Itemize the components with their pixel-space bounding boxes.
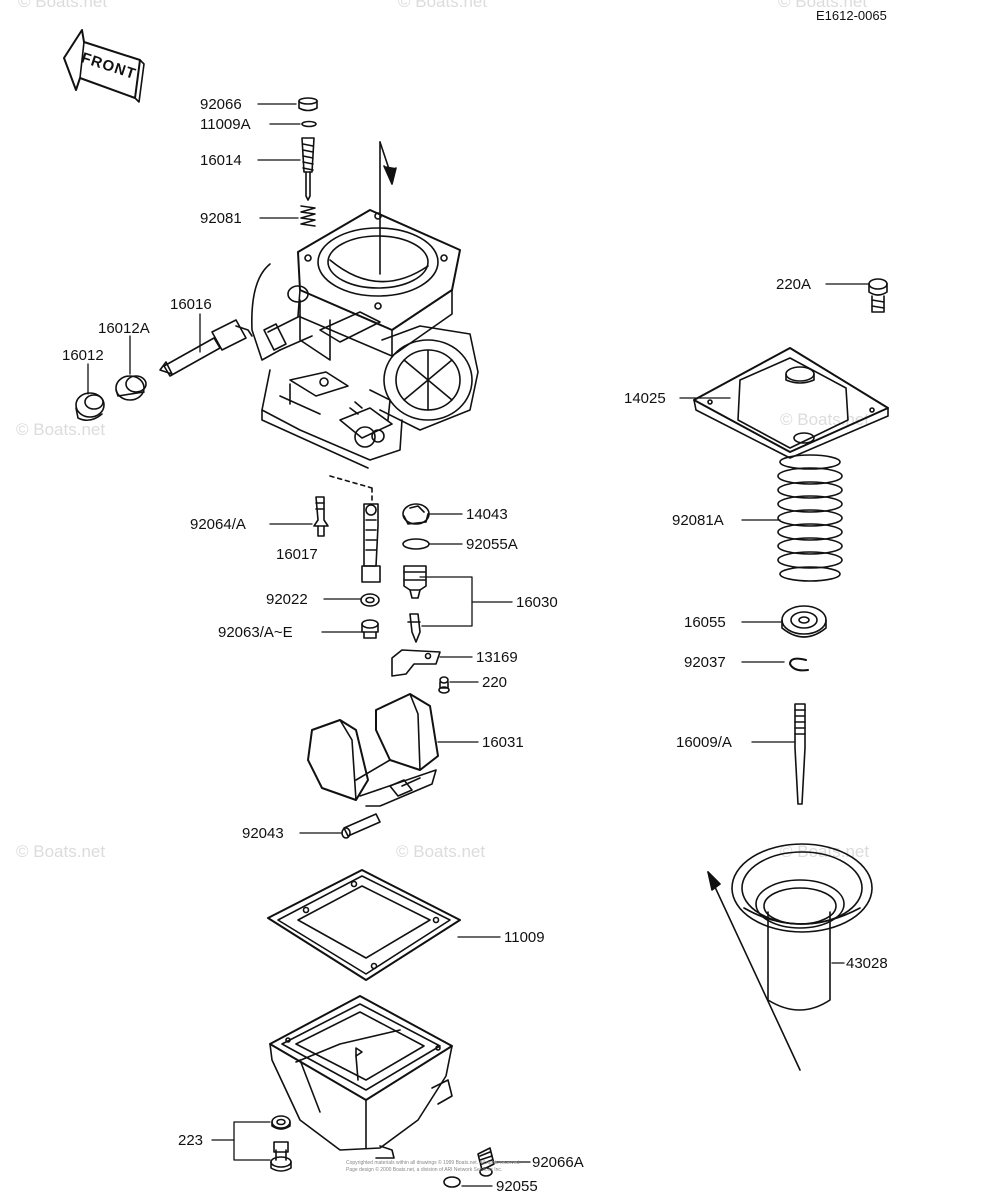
valve-seat-16030 xyxy=(403,565,427,599)
part-label: 92043 xyxy=(242,825,284,842)
jet-92064 xyxy=(313,496,329,537)
diagram-code: E1612-0065 xyxy=(816,8,887,23)
part-label: 16009/A xyxy=(676,734,732,751)
part-label: 92037 xyxy=(684,654,726,671)
o-ring-92055a xyxy=(402,538,430,550)
part-label: 92022 xyxy=(266,591,308,608)
part-label: 92081A xyxy=(672,512,724,529)
needle-16009a xyxy=(794,703,806,805)
washer-92022 xyxy=(360,593,380,607)
part-label: 92055A xyxy=(466,536,518,553)
part-label: 13169 xyxy=(476,649,518,666)
screw-16014 xyxy=(301,137,315,201)
copyright-line: Page design © 2000 Boats.net, a division… xyxy=(346,1167,503,1173)
spring-92081a xyxy=(777,454,843,582)
part-label: 92064/A xyxy=(190,516,246,533)
arrow-head-icon xyxy=(383,165,397,185)
nut-16012a xyxy=(115,375,147,401)
o-ring-11009a xyxy=(301,120,317,128)
screw-220 xyxy=(438,676,450,694)
copyright-line: Copyrighted materials within all drawing… xyxy=(346,1160,521,1166)
part-label: 92063/A~E xyxy=(218,624,293,641)
part-label: 92066A xyxy=(532,1154,584,1171)
part-label: 14043 xyxy=(466,506,508,523)
part-label: 43028 xyxy=(846,955,888,972)
part-label: 16012 xyxy=(62,347,104,364)
watermark: © Boats.net xyxy=(780,842,870,861)
front-arrow-icon xyxy=(63,29,145,103)
part-label: 16055 xyxy=(684,614,726,631)
watermark: © Boats.net xyxy=(16,842,106,861)
needle-jet-16017 xyxy=(361,503,381,583)
bolt-223 xyxy=(270,1141,292,1172)
watermark: © Boats.net xyxy=(778,0,868,11)
part-label: 92066 xyxy=(200,96,242,113)
pin-92043 xyxy=(341,813,381,839)
jet-92063 xyxy=(361,619,379,639)
screw-220a xyxy=(868,278,888,313)
assembly-line xyxy=(329,475,373,501)
watermark: © Boats.net xyxy=(18,0,108,11)
washer-223 xyxy=(271,1115,291,1130)
pipe-16016 xyxy=(159,319,253,377)
carburetor-body xyxy=(251,209,479,469)
part-label: 11009A xyxy=(200,116,251,133)
part-label: 16031 xyxy=(482,734,524,751)
gasket-11009 xyxy=(267,869,461,981)
float-bowl xyxy=(269,995,453,1159)
seat-16055 xyxy=(781,605,827,638)
assembly-line xyxy=(707,871,801,1071)
front-label: FRONT xyxy=(79,49,138,83)
leader-lines xyxy=(87,103,869,1187)
nut-14043 xyxy=(402,503,430,525)
part-label: 11009 xyxy=(504,929,545,946)
watermark: © Boats.net xyxy=(780,410,870,429)
part-label: 14025 xyxy=(624,390,666,407)
watermark: © Boats.net xyxy=(398,0,488,11)
part-label: 16030 xyxy=(516,594,558,611)
part-label: 16016 xyxy=(170,296,212,313)
part-label: 220 xyxy=(482,674,508,691)
cap-92066 xyxy=(298,97,318,112)
cover-14025 xyxy=(693,347,889,459)
spring-92081 xyxy=(300,205,316,227)
part-label: 16017 xyxy=(276,546,318,563)
arrow-head-icon xyxy=(707,871,721,891)
part-label: 220A xyxy=(776,276,812,293)
part-label: 92081 xyxy=(200,210,242,227)
diaphragm-43028 xyxy=(731,843,873,1011)
needle-valve-icon xyxy=(407,613,421,643)
drain-screw-92066a xyxy=(477,1147,495,1177)
part-label: 16014 xyxy=(200,152,242,169)
float-16031 xyxy=(307,693,439,807)
watermark: © Boats.net xyxy=(16,420,106,439)
part-label: 16012A xyxy=(98,320,150,337)
part-label: 92055 xyxy=(496,1178,538,1195)
bracket-16030 xyxy=(419,576,473,627)
part-label: 223 xyxy=(178,1132,204,1149)
e-clip-92037 xyxy=(789,657,809,672)
clip-13169 xyxy=(391,649,441,677)
watermark: © Boats.net xyxy=(396,842,486,861)
cap-16012 xyxy=(75,392,105,422)
o-ring-92055 xyxy=(443,1176,461,1188)
